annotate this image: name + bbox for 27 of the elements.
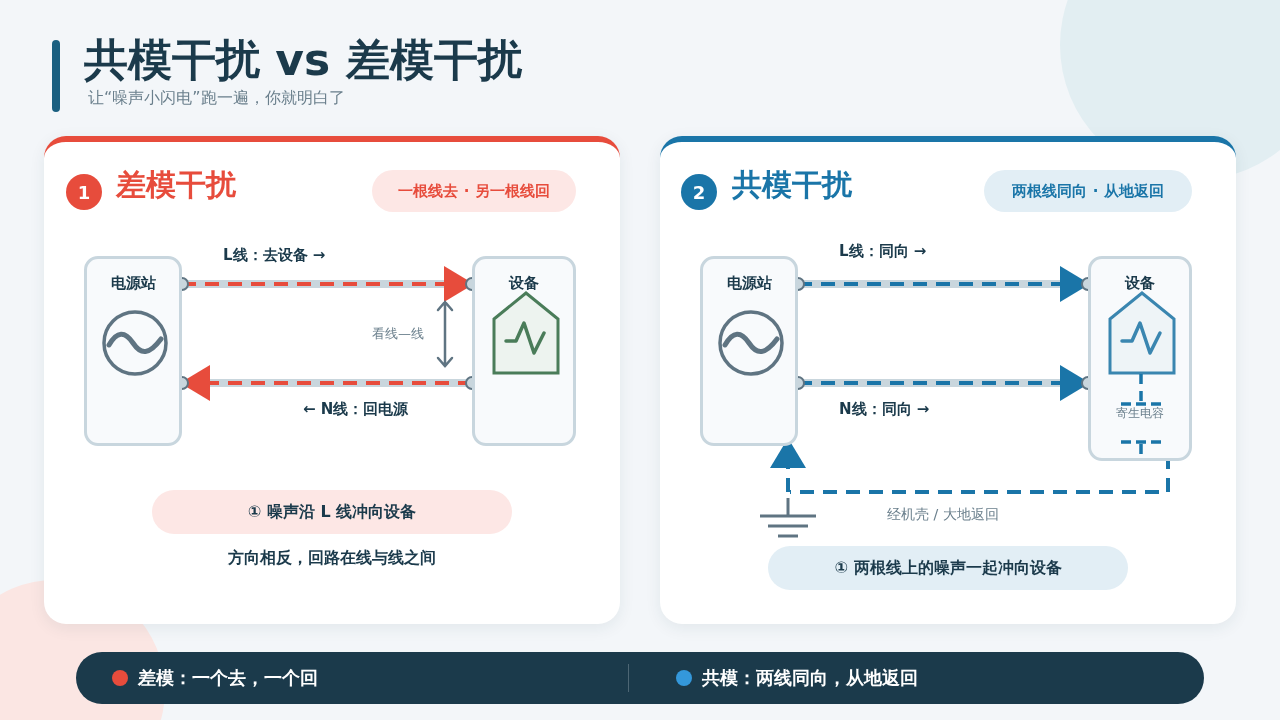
tag-pill: 一根线去 · 另一根线回 <box>372 170 576 212</box>
dimension-label: 看线—线 <box>372 325 424 342</box>
device-box <box>1088 256 1192 461</box>
box-label: 设备 <box>1123 273 1156 293</box>
legend-text: 差模：一个去，一个回 <box>138 666 318 690</box>
ground-symbol <box>760 498 816 538</box>
power-station-box <box>700 256 798 446</box>
number-badge: 2 <box>681 174 717 210</box>
tag-pill: 两根线同向 · 从地返回 <box>984 170 1192 212</box>
note-pill: ① 噪声沿 L 线冲向设备 <box>152 490 512 534</box>
summary-text: 方向相反，回路在线与线之间 <box>227 548 437 568</box>
device-box <box>472 256 576 446</box>
note-pill: ① 两根线上的噪声一起冲向设备 <box>768 546 1128 590</box>
box-label: 设备 <box>507 273 540 293</box>
subtitle: 让“噪声小闪电”跑一遍，你就明白了 <box>88 88 345 108</box>
card-heading: 差模干扰 <box>116 166 236 204</box>
card-panel <box>660 136 1236 624</box>
page-title: 共模干扰 vs 差模干扰 <box>84 33 522 87</box>
box-label: 电源站 <box>109 273 157 293</box>
power-station-box <box>84 256 182 446</box>
capacitor-label: 寄生电容 <box>1116 405 1164 421</box>
edge-label: ← N线：回电源 <box>300 398 412 420</box>
number-badge: 1 <box>66 174 102 210</box>
card-heading: 共模干扰 <box>732 166 852 204</box>
box-label: 电源站 <box>725 273 773 293</box>
card-panel <box>44 136 620 624</box>
legend-text: 共模：两线同向，从地返回 <box>702 666 918 690</box>
